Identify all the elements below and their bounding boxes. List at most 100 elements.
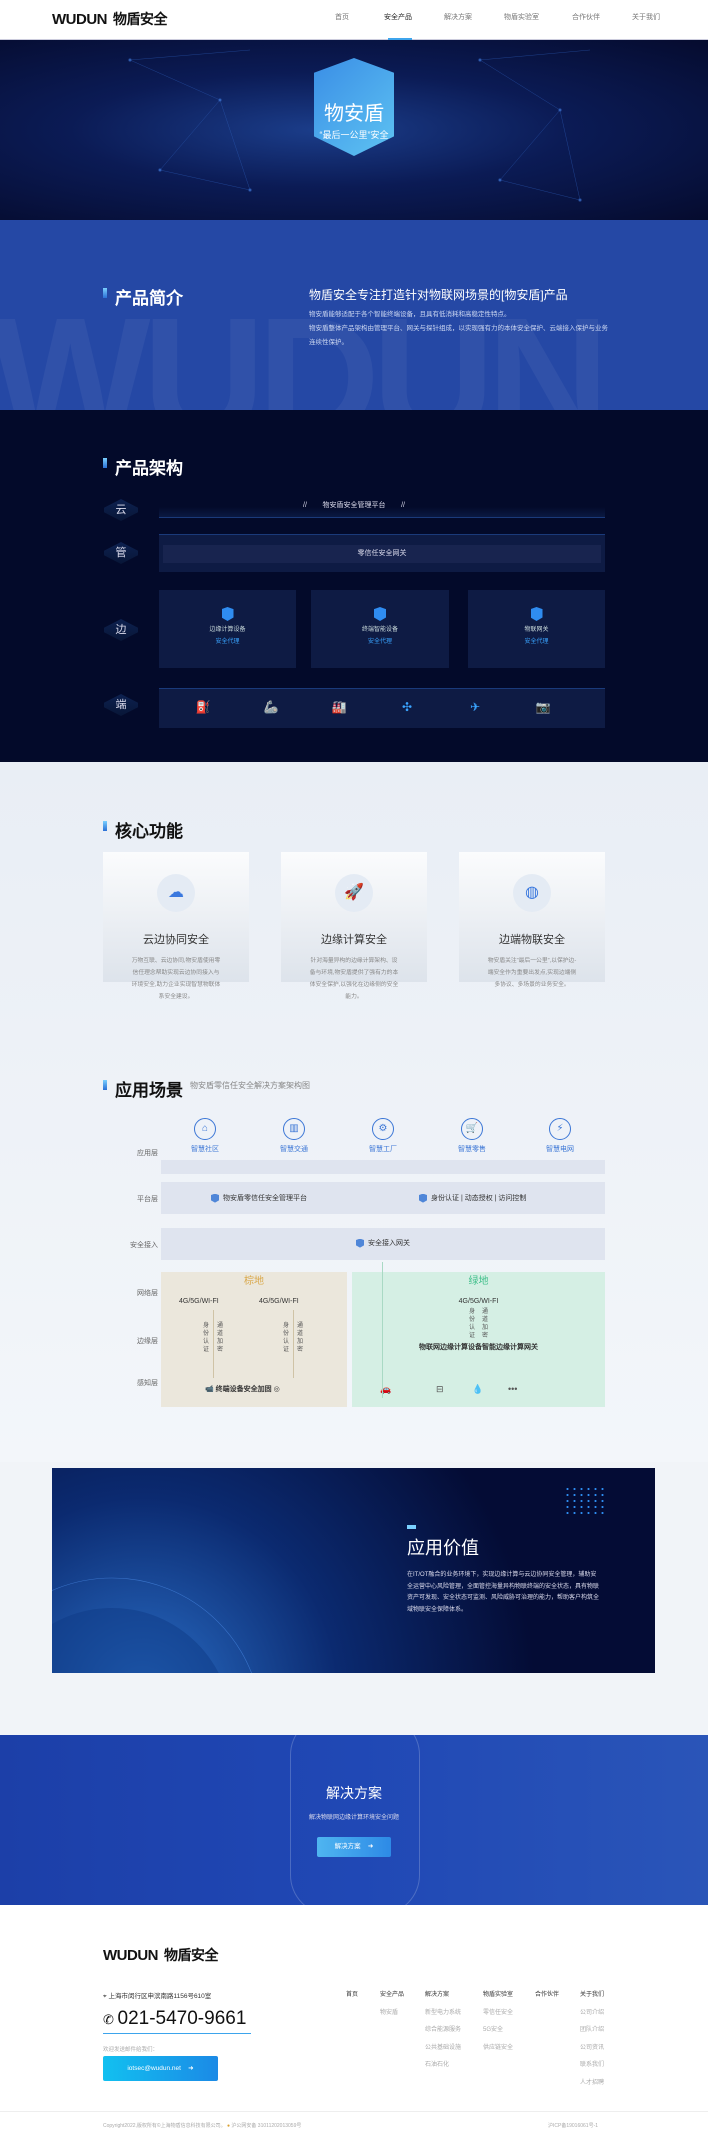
solution-title: 解决方案 <box>326 1785 382 1801</box>
footer-link[interactable]: 供应链安全 <box>483 2044 514 2051</box>
value-text: 在IT/OT融合的业务环境下，实现边缘计算与云边协同安全管理，辅助安全运营中心风… <box>407 1572 600 1613</box>
footer-link[interactable]: 零信任安全 <box>483 2009 514 2016</box>
edge-box: 物联网关安全代理 <box>468 590 605 668</box>
hero-subtitle: “最后一公里”安全 <box>319 130 389 140</box>
vertical-label: 通道加密 <box>482 1309 489 1339</box>
footer-link[interactable]: 5G安全 <box>483 2027 504 2033</box>
footer-col: 物盾实验室零信任安全 5G安全供应链安全 <box>483 1987 513 2057</box>
oil-pump-icon: ⛽ <box>195 700 211 714</box>
card-title: 边端物联安全 <box>499 934 565 946</box>
network-label: 4G/5G/WI-FI <box>458 1298 499 1305</box>
cloud-network-icon: ☁ <box>157 874 195 912</box>
app-layer-band <box>161 1160 605 1174</box>
shield-icon <box>374 607 386 621</box>
phone: ✆ 021-5470-9661 <box>103 2008 251 2034</box>
footer-col-title[interactable]: 物盾实验室 <box>483 1992 514 1998</box>
shield-icon <box>314 58 394 156</box>
solution-banner: 解决方案 解决物联网边缘计算环境安全问题 解决方案 ➜ <box>0 1735 708 1905</box>
feature-card: 🚀边缘计算安全针对海量异构的边缘计算架构、设备与环境,物安盾提供了强有力的本体安… <box>281 852 427 1000</box>
edge-box-name: 物联网关 <box>524 627 549 633</box>
footer-col-title[interactable]: 首页 <box>346 1992 359 1998</box>
footer-col: 关于我们公司介绍团队介绍公司资讯联系我们人才招聘 <box>580 1987 604 2092</box>
nav-products[interactable]: 安全产品 <box>384 14 412 21</box>
gateway-panel: 零信任安全网关 <box>159 534 605 572</box>
greenfield-area: 绿地 4G/5G/WI-FI 身份认证 通道加密 物联网边缘计算设备智能边缘计算… <box>352 1272 605 1407</box>
edge-box-agent: 安全代理 <box>367 639 392 645</box>
layer-cloud: 云 <box>104 499 138 521</box>
nav-lab[interactable]: 物盾实验室 <box>504 14 539 21</box>
nav-home[interactable]: 首页 <box>335 14 349 21</box>
accent-bar <box>407 1525 416 1529</box>
community-icon: ⌂ <box>194 1118 216 1140</box>
footer-link[interactable]: 联系我们 <box>580 2062 605 2068</box>
layer-label: 边缘层 <box>137 1338 158 1345</box>
layer-label: 平台层 <box>137 1196 158 1203</box>
icp[interactable]: 沪ICP备19016061号-1 <box>548 2123 599 2129</box>
footer-col-title[interactable]: 安全产品 <box>380 1992 405 1998</box>
footer-link[interactable]: 石油石化 <box>425 2062 450 2068</box>
footer-link[interactable]: 公司介绍 <box>580 2009 605 2016</box>
footer-link[interactable]: 综合能源服务 <box>425 2027 462 2033</box>
globe-background <box>52 1577 252 1673</box>
footer-col-title[interactable]: 合作伙伴 <box>535 1992 560 1998</box>
footer-col-title[interactable]: 关于我们 <box>580 1992 605 1998</box>
footer-link[interactable]: 新型电力系统 <box>425 2009 462 2016</box>
layer-terminal: 端 <box>104 694 138 716</box>
footer-col-title[interactable]: 解决方案 <box>425 1992 450 1998</box>
shield-icon <box>211 1193 219 1203</box>
cloud-platform-bar <box>159 507 605 518</box>
camera-icon: 📷 <box>535 700 551 714</box>
nav-partners[interactable]: 合作伙伴 <box>572 14 600 21</box>
police-badge-icon: ● <box>227 2123 231 2129</box>
solution-subtitle: 解决物联网边缘计算环境安全问题 <box>308 1815 399 1821</box>
section-title: 产品架构 <box>103 454 183 479</box>
location-icon: ⌖ <box>103 1993 109 2000</box>
brownfield-area: 棕地 4G/5G/WI-FI 4G/5G/WI-FI 身份认证 通道加密 身份认… <box>161 1272 347 1407</box>
globe-icon: ◍ <box>513 874 551 912</box>
network-background <box>128 49 591 202</box>
shield-icon <box>221 607 234 621</box>
solution-button[interactable]: 解决方案 ➜ <box>317 1837 391 1857</box>
footer-link[interactable]: 物安盾 <box>380 2009 399 2016</box>
app-smart-factory: ⚙智慧工厂 <box>353 1118 413 1154</box>
value-card: 应用价值 在IT/OT融合的业务环境下，实现边缘计算与云边协同安全管理，辅助安全… <box>52 1468 655 1673</box>
water-drop-icon: 💧 <box>472 1384 484 1394</box>
section-subtitle: 物安盾零信任安全解决方案架构图 <box>190 1081 310 1090</box>
edge-box-name: 边缘计算设备 <box>209 627 246 633</box>
gateway-label: 零信任安全网关 <box>163 545 601 563</box>
intro-paragraph: 物安盾整体产品架构由管理平台、网关与探针组成，以实现强有力的本体安全保护、云端接… <box>309 325 608 346</box>
access-band: 安全接入网关 <box>161 1228 605 1260</box>
edge-box: 终端智能设备安全代理 <box>311 590 449 668</box>
card-title: 云边协同安全 <box>143 934 209 946</box>
app-smart-retail: 🛒智慧零售 <box>442 1118 502 1154</box>
logo-watermark: WUDUN <box>0 283 610 410</box>
footer-link[interactable]: 人才招聘 <box>580 2079 605 2086</box>
email-button[interactable]: iotsec@wudun.net ➜ <box>103 2056 218 2081</box>
footer-link[interactable]: 团队介绍 <box>580 2027 605 2033</box>
greenfield-title: 绿地 <box>468 1276 489 1287</box>
edge-box-agent: 安全代理 <box>215 639 240 645</box>
edge-box-agent: 安全代理 <box>524 639 549 645</box>
factory-icon: ⚙ <box>372 1118 394 1140</box>
nav-solutions[interactable]: 解决方案 <box>444 14 472 21</box>
power-tower-icon: ⚡ <box>549 1118 571 1140</box>
platform-item: 身份认证 | 动态授权 | 访问控制 <box>419 1193 526 1203</box>
vertical-label: 身份认证 <box>283 1323 290 1353</box>
nav-about[interactable]: 关于我们 <box>632 14 660 21</box>
footer-link[interactable]: 公共基础设施 <box>425 2044 462 2051</box>
dots-decoration <box>564 1486 604 1516</box>
layer-label: 感知层 <box>137 1380 158 1387</box>
shield-icon <box>530 607 543 621</box>
app-smart-grid: ⚡智慧电网 <box>530 1118 590 1154</box>
arrow-right-icon: ➜ <box>188 2065 194 2072</box>
app-smart-community: ⌂智慧社区 <box>175 1118 235 1154</box>
card-desc: 针对海量异构的边缘计算架构、设备与环境,物安盾提供了强有力的本体安全保护,以强化… <box>309 958 399 1000</box>
layer-label: 安全接入 <box>130 1242 158 1249</box>
footer-link[interactable]: 公司资讯 <box>580 2044 605 2051</box>
footer-col: 合作伙伴 <box>535 1987 559 2005</box>
card-title: 边缘计算安全 <box>321 934 387 946</box>
app-smart-traffic: ▥智慧交通 <box>264 1118 324 1154</box>
